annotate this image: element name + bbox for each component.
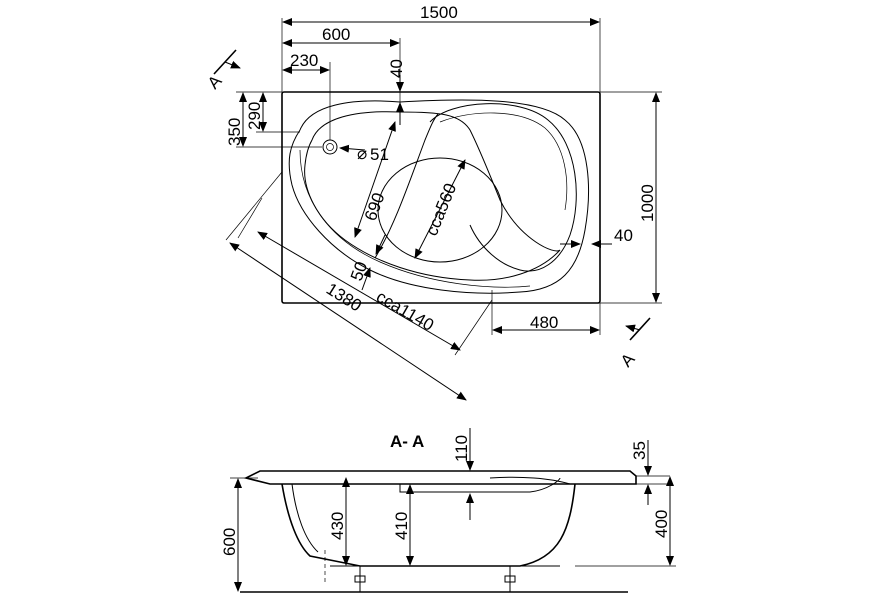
dim-text-230: 230 [290, 51, 318, 70]
dim-text-1000: 1000 [638, 184, 657, 222]
ext-line-cca1140-right [454, 299, 493, 356]
dim-text-690: 690 [361, 190, 389, 223]
dim-text-430: 430 [328, 512, 347, 540]
basin-inner-contour [304, 111, 561, 281]
ext-line-cca1140-left [237, 197, 263, 239]
dim-text-cca560: cca560 [422, 181, 460, 239]
section-title: A- A [390, 432, 424, 451]
dim-text-480: 480 [530, 313, 558, 332]
dim-text-35: 35 [630, 441, 649, 460]
dim-text-40-right: 40 [614, 226, 633, 245]
dim-line-1380 [229, 242, 467, 401]
top-view: 1500 600 230 40 350 290 ⌀ 51 1000 690 [204, 3, 662, 401]
dim-text-sec-600: 600 [220, 528, 239, 556]
basin-wall-curve [299, 149, 531, 288]
section-marker-text-1: A [204, 71, 226, 93]
dim-text-1500: 1500 [420, 3, 458, 22]
dim-text-50: 50 [347, 259, 371, 283]
dim-text-290: 290 [245, 102, 264, 130]
section-backrest-curve [489, 476, 571, 485]
dim-text-400: 400 [652, 510, 671, 538]
ext-line-1380-left [225, 171, 283, 241]
dim-line-690 [354, 121, 396, 238]
dim-text-cca1140: cca1140 [373, 287, 437, 335]
backrest-outline [429, 103, 577, 272]
section-marker-top-left: A [204, 49, 241, 93]
section-marker-bottom-right: A [617, 317, 651, 371]
overflow-hole-inner [326, 143, 334, 151]
section-leg-left-foot [354, 575, 366, 583]
section-tub-body [281, 483, 576, 567]
dim-text-600: 600 [322, 25, 350, 44]
overflow-hole [322, 139, 338, 155]
section-leg-right-foot [504, 575, 516, 583]
dim-text-1380: 1380 [323, 279, 365, 315]
basin-outer-contour [288, 99, 589, 294]
dim-line-50-a [375, 234, 386, 255]
dim-text-410: 410 [392, 512, 411, 540]
dim-text-40-top: 40 [387, 59, 406, 78]
dim-text-350: 350 [225, 118, 244, 146]
section-inner-wall [291, 483, 319, 553]
overflow-diameter-symbol: ⌀ [357, 144, 367, 163]
headrest-upper-curve [439, 112, 568, 211]
section-seat-profile [399, 477, 561, 493]
section-view: A- A 600 430 410 110 [220, 428, 676, 593]
section-marker-text-2: A [617, 349, 639, 371]
dim-text-110: 110 [452, 435, 471, 462]
section-rim [243, 470, 637, 485]
